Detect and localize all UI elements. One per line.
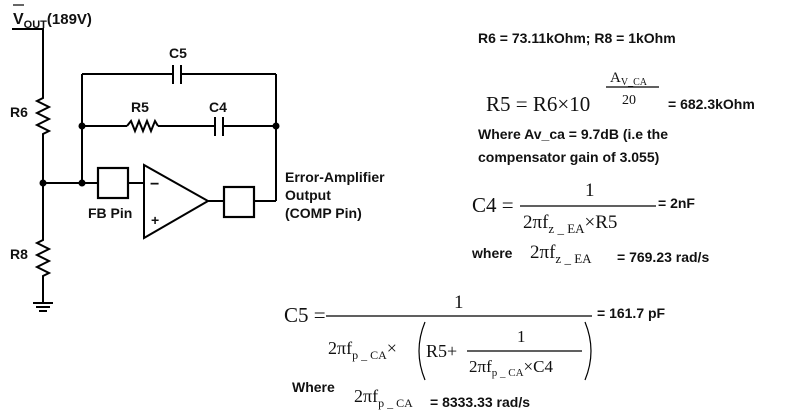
r6-resistor — [34, 95, 52, 138]
vout-base: V — [13, 11, 24, 28]
r6-label: R6 — [10, 104, 28, 120]
r5-equation: R5 = R6×10 AV_CA 20 = 682.3kOhm Where Av… — [478, 70, 755, 165]
c5-where-label: Where — [292, 379, 335, 395]
opamp-triangle — [143, 163, 211, 240]
comp-pin-box — [222, 185, 256, 219]
c4-eq-lhs: C4 = — [472, 193, 514, 217]
opamp-minus-sign: − — [150, 176, 159, 193]
c5-eq-left-paren — [418, 321, 426, 381]
fb-pin-box — [96, 166, 130, 200]
vout-wire — [12, 28, 44, 95]
c4-equation: C4 = 1 2πfz _ EA×R5 = 2nF where 2πfz _ E… — [471, 180, 709, 266]
r6-r8-values: R6 = 73.11kOhm; R8 = 1kOhm — [478, 30, 676, 46]
opamp-plus-sign: + — [151, 212, 159, 228]
c4-eq-result: = 2nF — [658, 195, 695, 211]
output-label: Error-Amplifier Output (COMP Pin) — [285, 169, 388, 221]
r8-resistor — [34, 237, 52, 280]
r5-eq-exp-den: 20 — [622, 93, 636, 108]
ground-icon — [33, 302, 53, 312]
c5-eq-lhs: C5 = — [284, 303, 326, 327]
c5-eq-num: 1 — [454, 292, 464, 313]
c4-where-label: where — [471, 245, 513, 261]
circuit: VOUT(189V) R6 R8 C5 — [10, 4, 388, 312]
r5-note-line1: Where Av_ca = 9.7dB (i.e the — [478, 126, 668, 142]
c4-where-expr: 2πfz _ EA — [530, 242, 592, 266]
c5-eq-right-paren — [584, 321, 592, 381]
c5-equation: C5 = 1 2πfp _ CA× R5+ 1 2πfp _ CA×C4 = 1… — [284, 292, 666, 410]
fb-pin-label: FB Pin — [88, 205, 132, 221]
c4-label: C4 — [209, 99, 227, 115]
r5-eq-lhs: R5 = R6×10 — [486, 92, 590, 116]
c5-eq-den-a: 2πfp _ CA× — [328, 338, 397, 362]
output-label-line3: (COMP Pin) — [285, 205, 362, 221]
r5-label: R5 — [131, 99, 149, 115]
c4-where-value: = 769.23 rad/s — [617, 249, 709, 265]
c4-eq-den: 2πfz _ EA×R5 — [523, 212, 617, 236]
r5-note-line2: compensator gain of 3.055) — [478, 149, 659, 165]
c5-label: C5 — [169, 45, 187, 61]
r5-resistor — [126, 118, 159, 134]
r5-eq-exp-num: AV_CA — [610, 70, 648, 88]
c5-eq-den-r5: R5+ — [426, 341, 457, 361]
equations: R6 = 73.11kOhm; R8 = 1kOhm R5 = R6×10 AV… — [284, 30, 755, 410]
output-label-line2: Output — [285, 187, 331, 203]
output-label-line1: Error-Amplifier — [285, 169, 385, 185]
c5-eq-result: = 161.7 pF — [597, 305, 666, 321]
c5-eq-inner-num: 1 — [517, 327, 526, 346]
c5-eq-inner-den: 2πfp _ CA×C4 — [469, 357, 553, 379]
c5-where-value: = 8333.33 rad/s — [430, 394, 530, 410]
r8-label: R8 — [10, 246, 28, 262]
c5-where-expr: 2πfp _ CA — [354, 386, 413, 410]
vout-value: (189V) — [47, 11, 92, 28]
r5-eq-result: = 682.3kOhm — [668, 96, 755, 112]
c4-eq-num: 1 — [585, 180, 595, 201]
